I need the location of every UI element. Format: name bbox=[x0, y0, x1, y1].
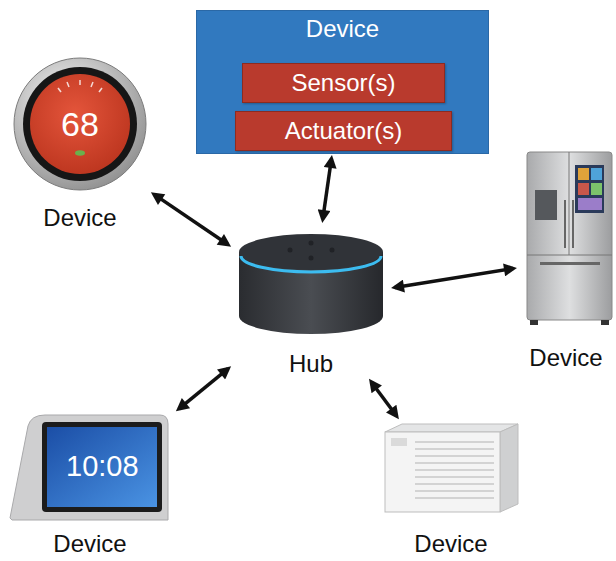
air-conditioner-device: Device bbox=[380, 420, 522, 558]
bidirectional-arrow bbox=[179, 369, 228, 409]
actuator-box: Actuator(s) bbox=[235, 111, 452, 151]
node-label: Device bbox=[306, 15, 379, 43]
bidirectional-arrow bbox=[395, 269, 513, 288]
node-label: Device bbox=[529, 344, 602, 372]
bidirectional-arrow bbox=[154, 194, 228, 244]
node-label: Device bbox=[414, 530, 487, 558]
refrigerator-illustration bbox=[527, 152, 612, 325]
thermostat-device: Device bbox=[10, 56, 150, 232]
refrigerator-device: Device bbox=[518, 148, 614, 372]
smart-speaker-illustration bbox=[239, 234, 383, 334]
node-label: Actuator(s) bbox=[285, 117, 402, 145]
hub-device: Hub bbox=[232, 224, 390, 378]
air-conditioner-illustration bbox=[385, 424, 518, 512]
temperature-reading: 68 bbox=[61, 106, 99, 143]
clock-time: 10:08 bbox=[66, 451, 139, 483]
node-label: Device bbox=[43, 204, 116, 232]
node-label: Hub bbox=[289, 350, 333, 378]
smart-display-illustration bbox=[10, 415, 168, 520]
thermostat-illustration bbox=[14, 58, 146, 190]
bidirectional-arrow bbox=[323, 159, 332, 219]
sensor-box: Sensor(s) bbox=[242, 63, 445, 103]
bidirectional-arrow bbox=[371, 382, 396, 416]
node-label: Sensor(s) bbox=[291, 69, 395, 97]
device-box: DeviceSensor(s) Actuator(s) bbox=[196, 10, 489, 154]
node-label: Device bbox=[53, 530, 126, 558]
